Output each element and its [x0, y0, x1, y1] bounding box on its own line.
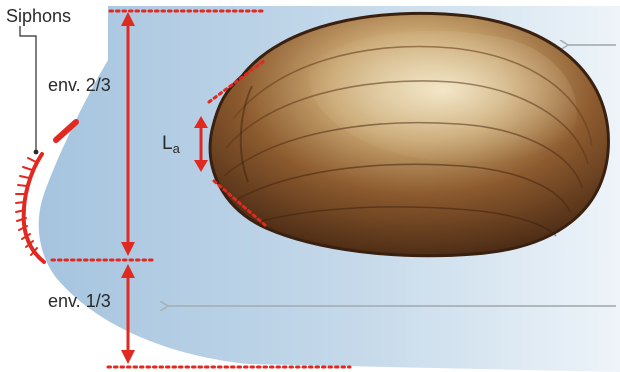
la-main: L: [162, 133, 173, 154]
siphons-label: Siphons: [6, 6, 71, 27]
la-subscript: a: [173, 141, 180, 156]
env-upper-label: env. 2/3: [48, 75, 111, 96]
mussel-shell: [210, 13, 608, 255]
siphons-leader-line: [20, 26, 36, 150]
env-lower-label: env. 1/3: [48, 291, 111, 312]
anterior-length-label: La: [162, 133, 180, 156]
siphons-leader-dot: [34, 150, 39, 155]
